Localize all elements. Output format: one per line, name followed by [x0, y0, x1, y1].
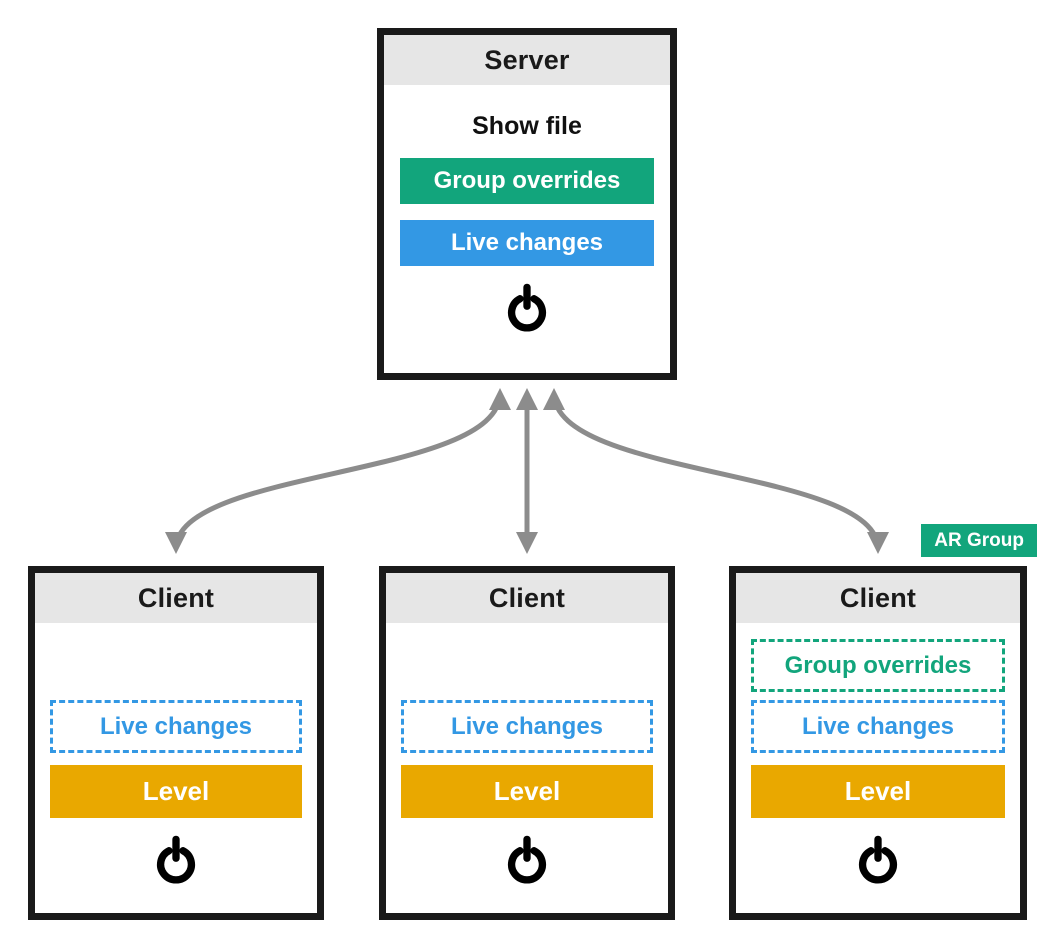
client-title: Client	[137, 582, 215, 613]
ar-group-badge-label: AR Group	[934, 529, 1024, 551]
group-overrides-label: Group overrides	[433, 167, 621, 194]
power-icon	[858, 835, 898, 884]
client-title: Client	[488, 582, 566, 613]
live-changes-layer-inactive: Live changes	[751, 700, 1005, 753]
client-power	[736, 833, 1020, 889]
power-icon	[156, 835, 196, 884]
power-icon	[507, 283, 547, 332]
level-layer: Level	[401, 765, 653, 818]
arrow-server-client-right	[543, 388, 889, 554]
show-file-label: Show file	[472, 112, 582, 140]
level-label: Level	[142, 776, 210, 806]
server-power	[384, 281, 670, 337]
live-changes-label: Live changes	[99, 712, 253, 740]
empty-layer-space	[386, 623, 668, 700]
live-changes-layer-inactive: Live changes	[401, 700, 653, 753]
level-layer: Level	[50, 765, 302, 818]
level-label: Level	[493, 776, 561, 806]
power-icon	[507, 835, 547, 884]
arrow-server-client-left	[165, 388, 511, 554]
live-changes-label: Live changes	[801, 712, 955, 740]
client-box-center: Client Live changes Level	[379, 566, 675, 920]
server-title: Server	[484, 44, 570, 75]
client-box-left: Client Live changes Level	[28, 566, 324, 920]
empty-layer-space	[35, 623, 317, 700]
client-power	[35, 833, 317, 889]
client-power	[386, 833, 668, 889]
client-header: Client	[736, 573, 1020, 623]
client-header: Client	[386, 573, 668, 623]
live-changes-layer-inactive: Live changes	[50, 700, 302, 753]
ar-group-badge: AR Group	[921, 524, 1037, 557]
group-overrides-layer-inactive: Group overrides	[751, 639, 1005, 692]
level-label: Level	[844, 776, 912, 806]
live-changes-label: Live changes	[450, 712, 604, 740]
server-header: Server	[384, 35, 670, 85]
client-box-right: Client Group overrides Live changes Leve…	[729, 566, 1027, 920]
live-changes-label: Live changes	[450, 229, 604, 256]
group-overrides-layer: Group overrides	[400, 158, 654, 204]
group-overrides-label: Group overrides	[784, 651, 972, 679]
client-title: Client	[839, 582, 917, 613]
client-header: Client	[35, 573, 317, 623]
server-box: Server Show file Group overrides Live ch…	[377, 28, 677, 380]
live-changes-layer: Live changes	[400, 220, 654, 266]
level-layer: Level	[751, 765, 1005, 818]
